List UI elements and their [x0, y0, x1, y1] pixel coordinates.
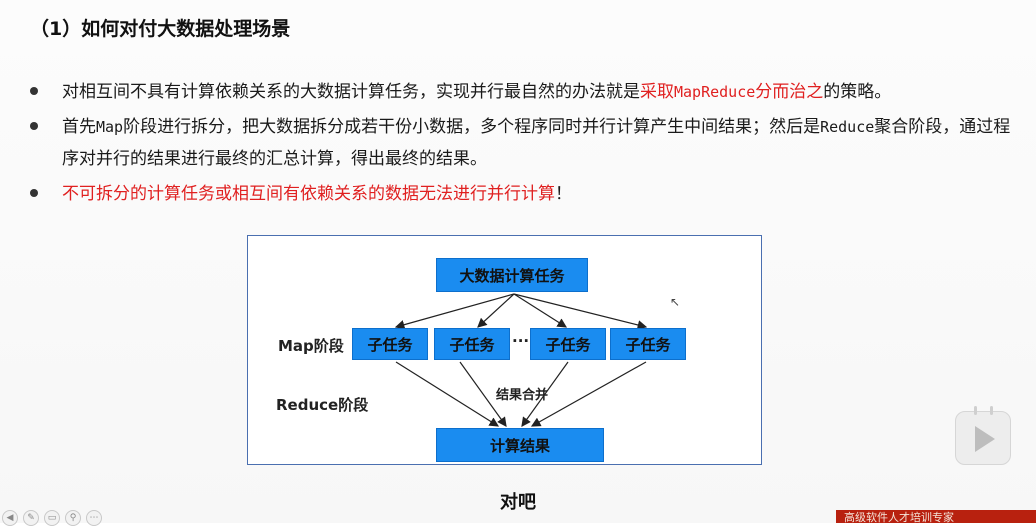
pen-icon[interactable]: ✎ — [23, 510, 39, 526]
bullet-text: 不可拆分的计算任务或相互间有依赖关系的数据无法进行并行计算！ — [62, 184, 572, 204]
split-arrow — [513, 293, 568, 328]
result-node: 计算结果 — [436, 428, 604, 462]
map-stage-label: Map阶段 — [278, 337, 344, 355]
video-subtitle: 对吧 — [500, 492, 536, 513]
bullet-text-part: 聚合阶段，通过程序对并行的结果进行最终的汇总计算，得出最终的结果。 — [62, 117, 1011, 169]
bullet-text-part: 首先 — [62, 117, 96, 137]
bullet-text-part: ！ — [555, 184, 572, 204]
split-arrow — [477, 293, 515, 328]
split-arrow — [513, 293, 648, 330]
mouse-cursor-icon: ↖ — [670, 295, 681, 309]
more-icon[interactable]: ⋯ — [86, 510, 102, 526]
subtask-node: 子任务 — [610, 328, 686, 360]
prev-icon[interactable]: ◀ — [2, 510, 18, 526]
footer-banner: 高级软件人才培训专家 — [836, 510, 1036, 523]
bullet-text-part: 的策略。 — [823, 82, 892, 102]
play-button[interactable] — [955, 406, 1011, 465]
bullet-item: 不可拆分的计算任务或相互间有依赖关系的数据无法进行并行计算！ — [28, 178, 1018, 210]
subtask-ellipsis: ··· — [512, 332, 530, 350]
merge-arrow — [530, 361, 647, 427]
reduce-stage-label: Reduce阶段 — [276, 396, 369, 414]
bullet-dot — [30, 189, 38, 197]
bullet-text-highlight: 不可拆分的计算任务或相互间有依赖关系的数据无法进行并行计算 — [62, 184, 555, 204]
bullet-text-highlight: 分而治之 — [755, 82, 824, 102]
bullet-dot — [30, 87, 38, 95]
big-data-task-node: 大数据计算任务 — [436, 258, 588, 292]
play-button-ear-icon — [990, 406, 993, 415]
subtask-node: 子任务 — [352, 328, 428, 360]
merge-label: 结果合并 — [496, 388, 549, 403]
bullet-text-part: 阶段进行拆分，把大数据拆分成若干份小数据，多个程序同时并行计算产生中间结果；然后… — [123, 117, 821, 137]
bullet-text-highlight-code: MapReduce — [674, 83, 756, 101]
bullet-item: 首先Map阶段进行拆分，把大数据拆分成若干份小数据，多个程序同时并行计算产生中间… — [28, 111, 1018, 175]
bullet-text-part: 对相互间不具有计算依赖关系的大数据计算任务，实现并行最自然的办法就是 — [62, 82, 640, 102]
bullet-text-code: Map — [96, 118, 124, 136]
play-icon — [975, 426, 995, 452]
bullet-text: 对相互间不具有计算依赖关系的大数据计算任务，实现并行最自然的办法就是采取MapR… — [62, 82, 891, 102]
slide-icon[interactable]: ▭ — [44, 510, 60, 526]
bullet-text: 首先Map阶段进行拆分，把大数据拆分成若干份小数据，多个程序同时并行计算产生中间… — [62, 117, 1010, 169]
play-button-ear-icon — [974, 406, 977, 415]
slide-heading: （1）如何对付大数据处理场景 — [30, 18, 291, 40]
split-arrow — [394, 293, 515, 330]
merge-arrow — [459, 361, 507, 427]
subtask-node: 子任务 — [530, 328, 606, 360]
merge-arrow — [521, 361, 569, 427]
subtask-node: 子任务 — [434, 328, 510, 360]
bullet-text-code: Reduce — [820, 118, 875, 136]
mapreduce-diagram: 大数据计算任务 Map阶段 Reduce阶段 子任务 子任务 ··· 子任务 子… — [247, 235, 762, 465]
bullet-list: 对相互间不具有计算依赖关系的大数据计算任务，实现并行最自然的办法就是采取MapR… — [28, 76, 1018, 213]
bullet-text-highlight: 采取 — [640, 82, 674, 102]
bullet-dot — [30, 122, 38, 130]
bullet-item: 对相互间不具有计算依赖关系的大数据计算任务，实现并行最自然的办法就是采取MapR… — [28, 76, 1018, 108]
presentation-toolbar: ◀ ✎ ▭ ⚲ ⋯ — [0, 510, 102, 526]
merge-arrow — [395, 361, 500, 427]
search-icon[interactable]: ⚲ — [65, 510, 81, 526]
diagram-arrows — [394, 293, 648, 427]
